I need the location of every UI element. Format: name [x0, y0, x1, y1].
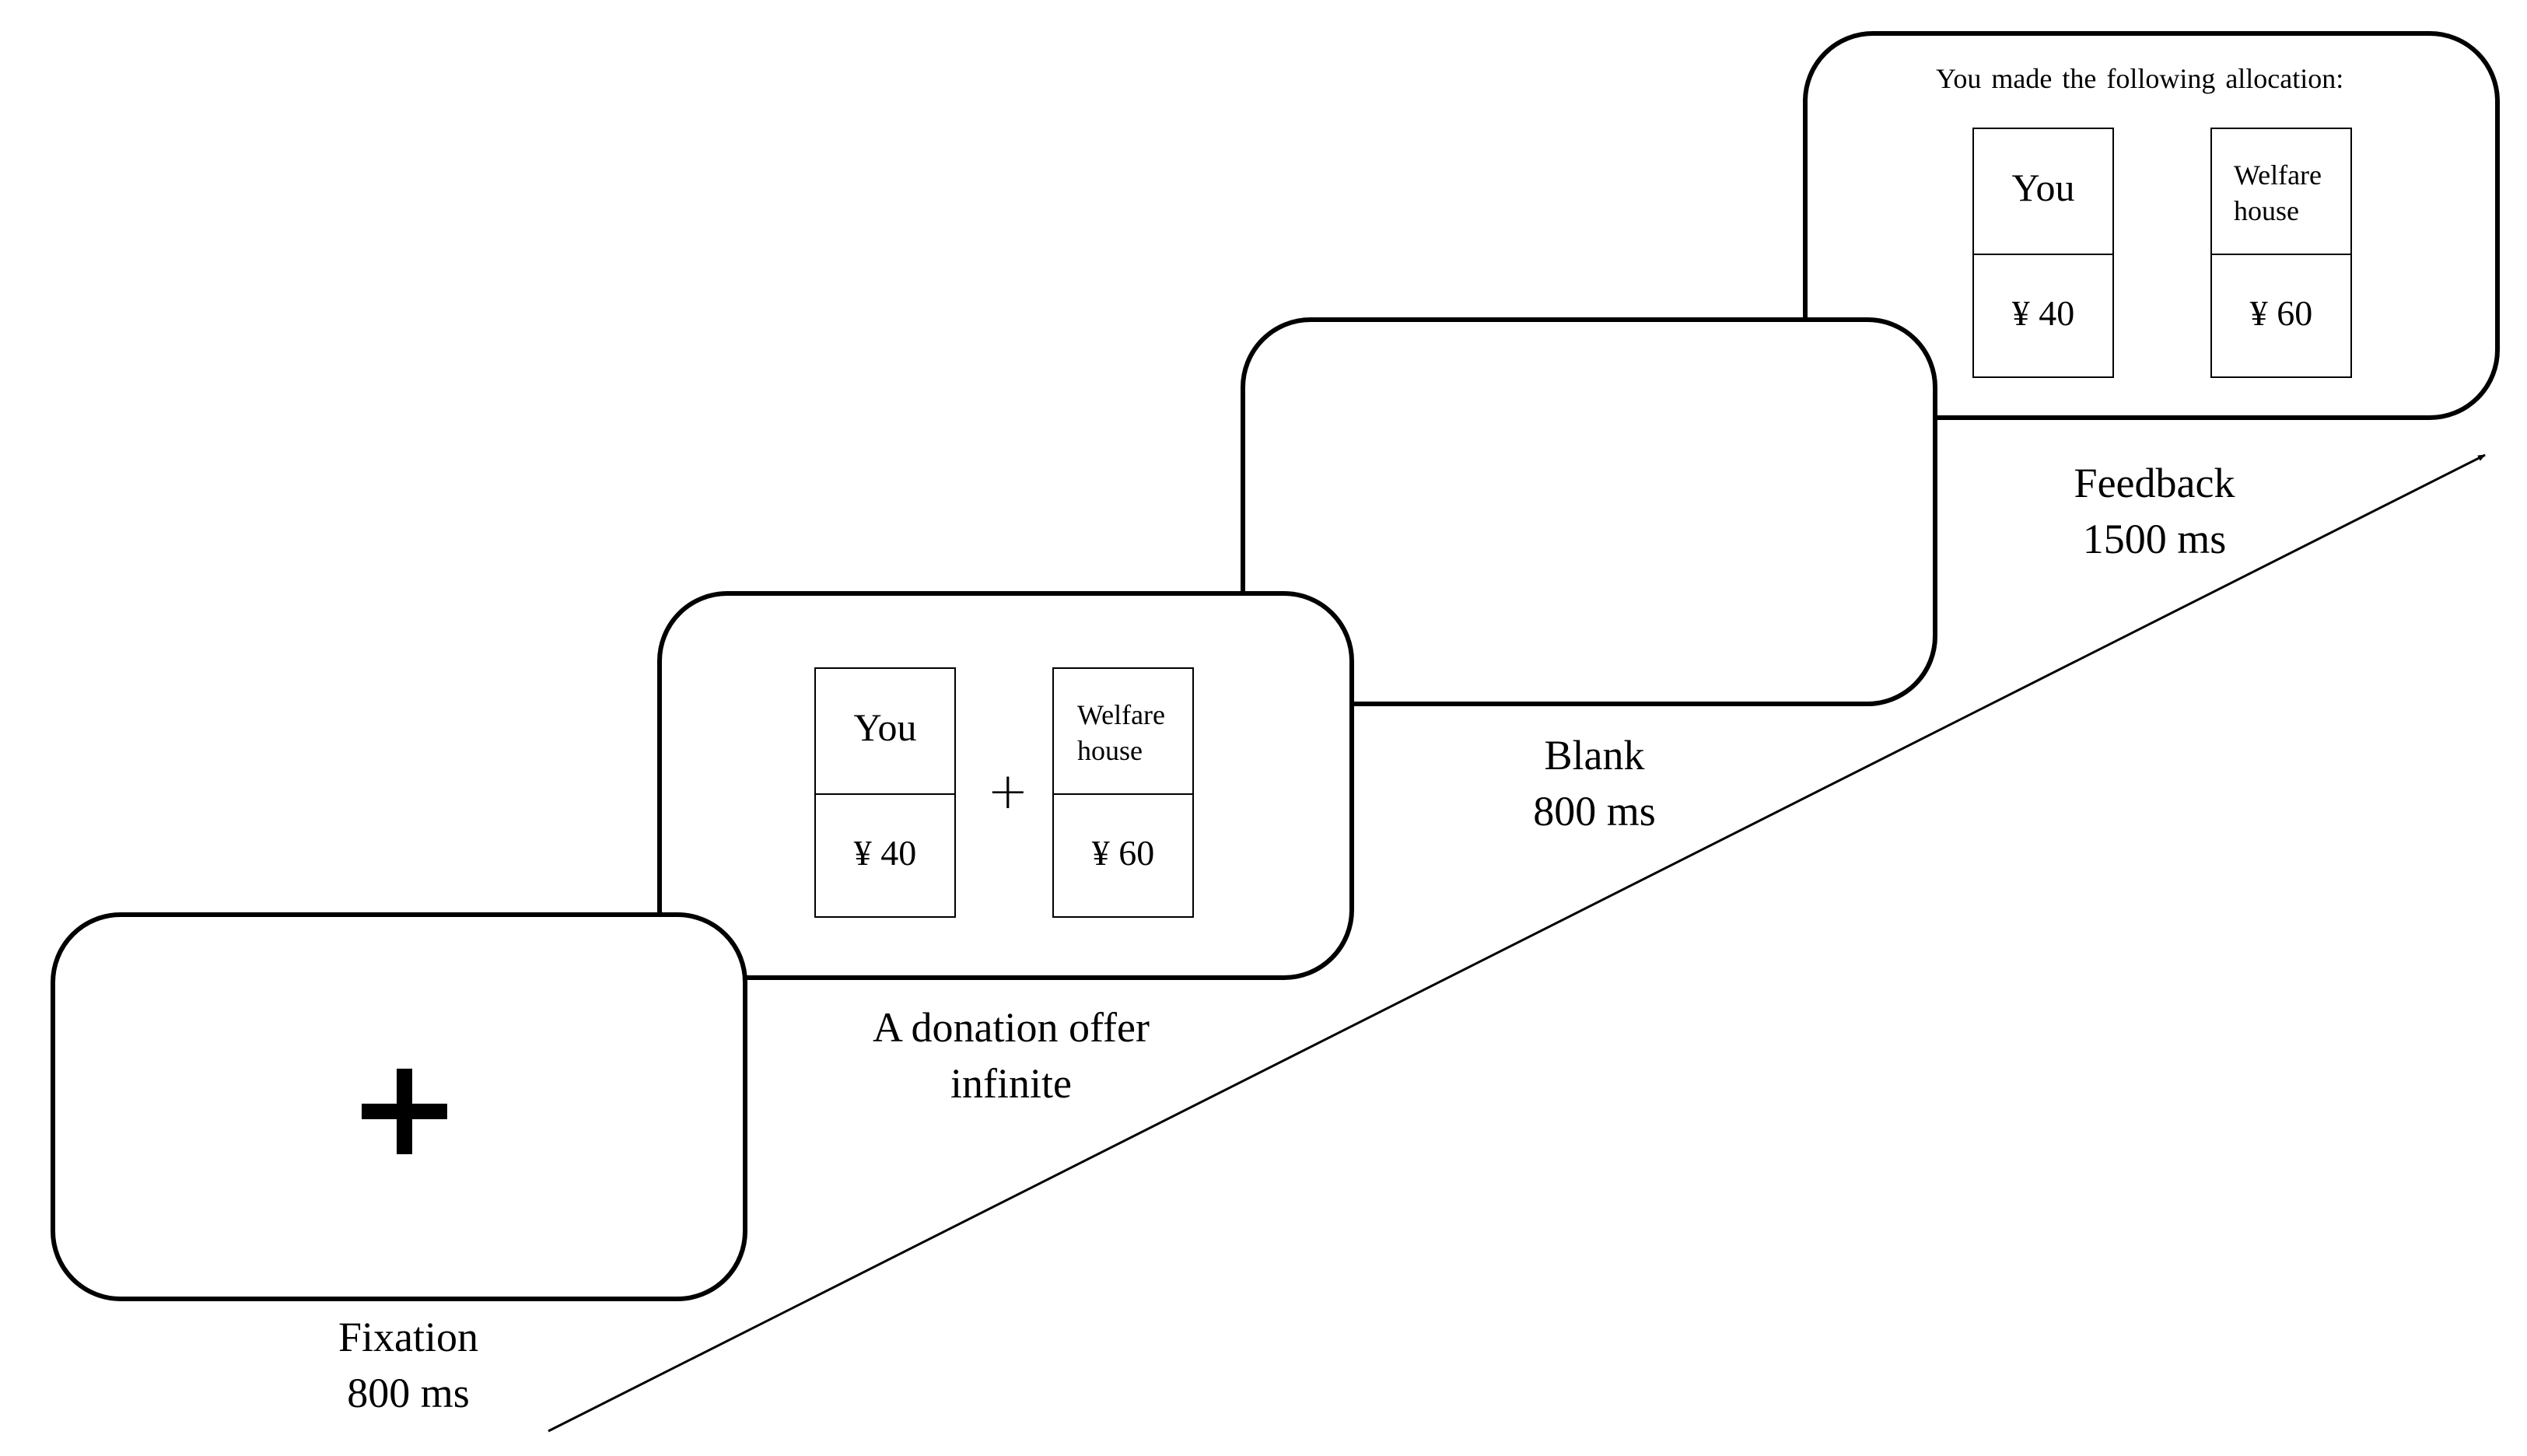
feedback-welfare-label-line2: house: [2234, 195, 2299, 226]
feedback-welfare-card-top: Welfare house: [2212, 129, 2350, 255]
blank-caption: Blank 800 ms: [1478, 727, 1711, 839]
blank-caption-line2: 800 ms: [1533, 788, 1656, 835]
feedback-welfare-label: Welfare house: [2234, 157, 2322, 229]
offer-you-amount: ¥ 40: [853, 833, 917, 873]
offer-caption-line1: A donation offer: [873, 1004, 1150, 1051]
offer-welfare-label-line2: house: [1077, 735, 1143, 766]
feedback-caption-line2: 1500 ms: [2082, 516, 2227, 562]
offer-you-label: You: [853, 705, 917, 749]
offer-you-card-top: You: [816, 669, 954, 795]
feedback-you-label: You: [2011, 166, 2075, 209]
offer-you-card: You ¥ 40: [814, 667, 956, 918]
feedback-screen: You made the following allocation: You ¥…: [1803, 31, 2500, 420]
blank-screen: [1241, 317, 1937, 706]
offer-welfare-card-top: Welfare house: [1054, 669, 1192, 795]
feedback-welfare-card: Welfare house ¥ 60: [2210, 128, 2352, 378]
feedback-you-card: You ¥ 40: [1972, 128, 2114, 378]
blank-caption-line1: Blank: [1544, 732, 1645, 779]
feedback-welfare-label-line1: Welfare: [2234, 159, 2322, 191]
offer-welfare-amount: ¥ 60: [1091, 833, 1155, 873]
feedback-caption-line1: Feedback: [2074, 460, 2235, 506]
offer-separator-plus: +: [987, 763, 1029, 821]
feedback-you-card-top: You: [1974, 129, 2112, 255]
feedback-header: You made the following allocation:: [1936, 63, 2344, 94]
fixation-caption-line1: Fixation: [338, 1314, 478, 1360]
offer-welfare-label: Welfare house: [1077, 697, 1165, 768]
fixation-caption-line2: 800 ms: [347, 1370, 470, 1416]
feedback-caption: Feedback 1500 ms: [2038, 455, 2271, 567]
offer-welfare-label-line1: Welfare: [1077, 699, 1166, 730]
offer-welfare-card: Welfare house ¥ 60: [1052, 667, 1194, 918]
feedback-you-amount: ¥ 40: [2011, 293, 2075, 333]
feedback-welfare-amount: ¥ 60: [2249, 293, 2313, 333]
offer-caption-line2: infinite: [950, 1060, 1072, 1107]
fixation-screen: +: [51, 912, 747, 1301]
fixation-caption: Fixation 800 ms: [296, 1309, 521, 1421]
offer-screen: You ¥ 40 + Welfare house ¥ 60: [657, 591, 1354, 980]
offer-caption: A donation offer infinite: [809, 999, 1213, 1111]
fixation-cross-icon: [362, 1069, 447, 1154]
time-axis-line: [548, 453, 2486, 1433]
